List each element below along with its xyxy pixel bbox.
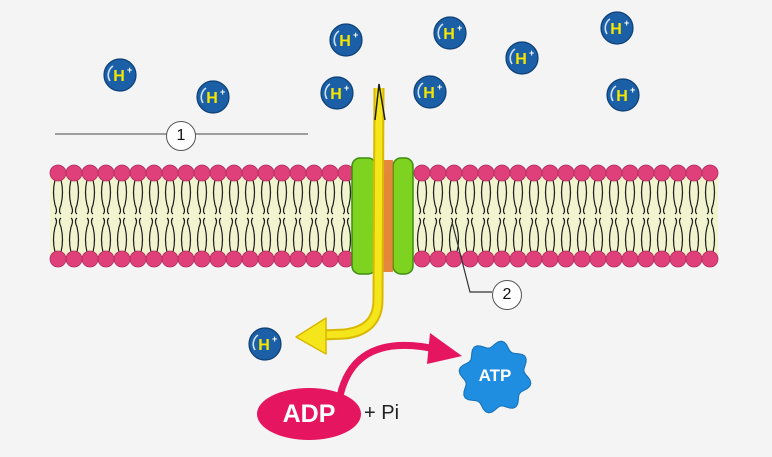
svg-text:+: +	[127, 65, 132, 75]
phospholipid	[305, 164, 323, 268]
svg-text:+: +	[529, 48, 534, 58]
phospholipid	[113, 164, 131, 268]
label-2-leader-line	[451, 221, 492, 293]
svg-text:H: H	[113, 68, 125, 85]
phospholipid	[701, 164, 719, 268]
svg-text:H: H	[610, 21, 622, 38]
svg-text:H: H	[616, 88, 628, 105]
hydrogen-ion-icon: H+	[248, 327, 282, 361]
phospholipid	[209, 164, 227, 268]
label-2-callout: 2	[492, 280, 522, 310]
svg-text:+: +	[624, 18, 629, 28]
reaction-arrow	[336, 333, 462, 400]
phospholipid	[605, 164, 623, 268]
svg-text:+: +	[272, 334, 277, 344]
atp-label: ATP	[478, 366, 512, 385]
label-1-callout: 1	[166, 121, 196, 151]
svg-text:H: H	[330, 86, 342, 103]
phospholipid	[321, 164, 339, 268]
svg-text:+: +	[457, 23, 462, 33]
svg-text:H: H	[339, 33, 351, 50]
hydrogen-ion-icon: H+	[320, 76, 354, 110]
phospholipid	[273, 164, 291, 268]
phospholipid	[541, 164, 559, 268]
atp-molecule-icon	[458, 340, 532, 414]
phospholipid	[557, 164, 575, 268]
phospholipid	[685, 164, 703, 268]
hydrogen-ion-icon: H+	[413, 75, 447, 109]
hydrogen-ion-icon: H+	[103, 58, 137, 92]
phospholipid	[477, 164, 495, 268]
svg-text:H: H	[206, 90, 218, 107]
phospholipid	[337, 164, 355, 268]
label-2-text: 2	[502, 286, 512, 303]
phospholipid	[177, 164, 195, 268]
svg-text:+: +	[344, 83, 349, 93]
lipid-bilayer	[49, 164, 719, 268]
svg-text:H: H	[443, 26, 455, 43]
proton-flow-arrow	[295, 83, 386, 355]
pi-label: + Pi	[364, 402, 400, 424]
adp-label: ADP	[282, 400, 336, 428]
phospholipid	[653, 164, 671, 268]
svg-text:+: +	[630, 85, 635, 95]
hydrogen-ions: H+H+H+H+H+H+H+H+H+H+	[103, 11, 640, 361]
phospholipid	[461, 164, 479, 268]
hydrogen-ion-icon: H+	[196, 80, 230, 114]
svg-text:H: H	[515, 51, 527, 68]
svg-text:+: +	[220, 87, 225, 97]
phospholipid	[413, 164, 431, 268]
svg-text:H: H	[423, 85, 435, 102]
hydrogen-ion-icon: H+	[600, 11, 634, 45]
svg-text:+: +	[353, 30, 358, 40]
svg-text:+: +	[437, 82, 442, 92]
hydrogen-ion-icon: H+	[606, 78, 640, 112]
phospholipid	[445, 164, 463, 268]
phospholipid	[97, 164, 115, 268]
hydrogen-ion-icon: H+	[505, 41, 539, 75]
phospholipid	[161, 164, 179, 268]
phospholipid	[257, 164, 275, 268]
phospholipid	[525, 164, 543, 268]
phospholipid	[241, 164, 259, 268]
phospholipid	[573, 164, 591, 268]
hydrogen-ion-icon: H+	[329, 23, 363, 57]
svg-text:H: H	[258, 337, 270, 354]
adp-molecule	[257, 388, 361, 440]
phospholipid	[669, 164, 687, 268]
phospholipid	[509, 164, 527, 268]
label-1-text: 1	[176, 127, 186, 144]
phospholipid	[621, 164, 639, 268]
phospholipid	[65, 164, 83, 268]
hydrogen-ion-icon: H+	[433, 16, 467, 50]
